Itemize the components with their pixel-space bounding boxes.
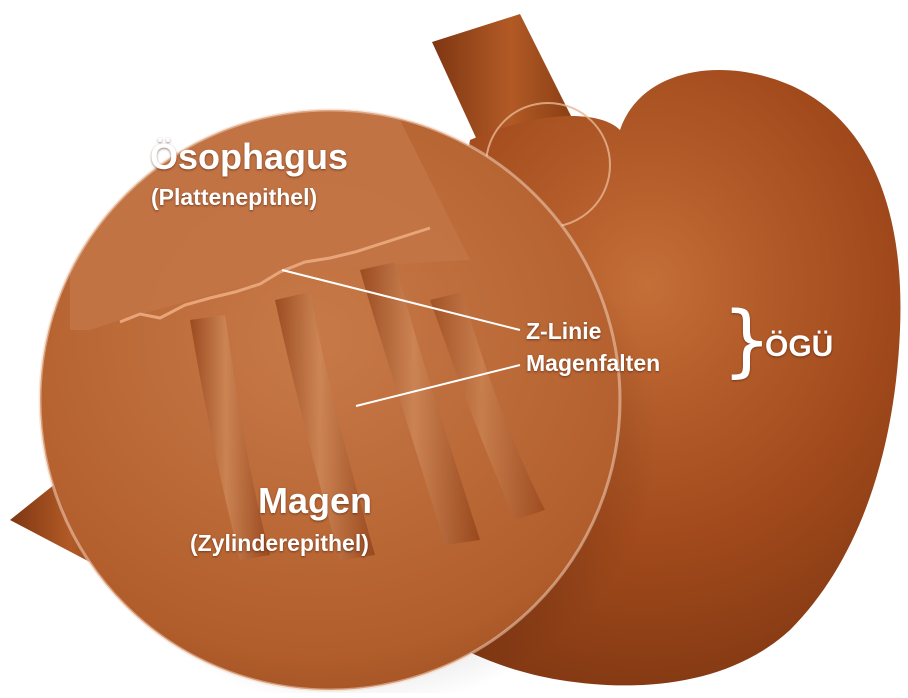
magen-epithelium-label: (Zylinderepithel) — [190, 530, 369, 557]
magenfalten-label: Magenfalten — [526, 350, 660, 377]
oesophagus-label: Ösophagus — [150, 136, 348, 178]
z-linie-label: Z-Linie — [526, 318, 601, 345]
ogu-label: ÖGÜ — [765, 330, 833, 364]
oesophagus-epithelium-label: (Plattenepithel) — [151, 184, 317, 211]
magen-label: Magen — [258, 480, 372, 522]
